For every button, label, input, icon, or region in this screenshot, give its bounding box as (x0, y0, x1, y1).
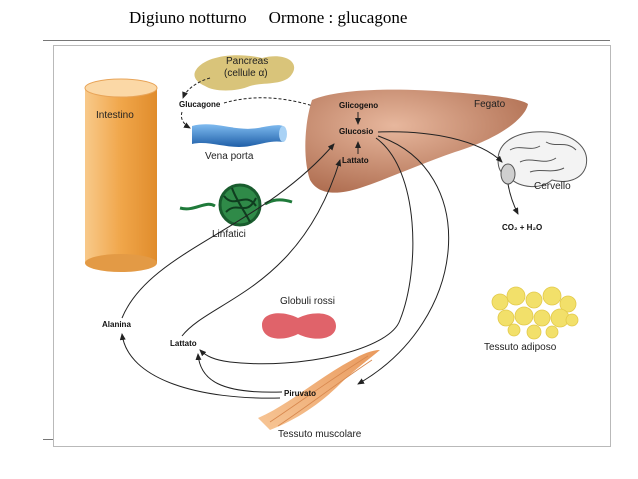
adipose-label: Tessuto adiposo (484, 342, 557, 353)
brain-label: Cervello (534, 181, 571, 192)
lactate-to-liver-arrow (181, 159, 342, 337)
top-rule (43, 40, 610, 41)
left-mark (43, 439, 53, 440)
glycogen-label: Glicogeno (339, 101, 378, 110)
liver-shape (305, 89, 528, 193)
muscle-fibers (269, 355, 373, 427)
red-cells-shape (262, 313, 336, 339)
glucagon-label: Glucagone (179, 100, 221, 109)
pyruvate-label: Piruvato (284, 389, 316, 398)
muscle-lactate-label: Lattato (170, 339, 197, 348)
alanine-label: Alanina (102, 320, 131, 329)
glucose-to-red-cells-arrow (199, 137, 414, 365)
title-fasting: Digiuno notturno (129, 8, 247, 27)
glucagon-to-vein-arrow (180, 111, 191, 129)
title-hormone: Ormone : glucagone (268, 8, 408, 27)
intestine-shape (84, 78, 158, 272)
muscle-label: Tessuto muscolare (278, 429, 362, 440)
brain-shape (497, 131, 588, 187)
pancreas-shape (194, 55, 295, 91)
lymphatics-shape (179, 183, 293, 227)
alanine-to-glucose-arrow (121, 143, 335, 319)
pyruvate-to-lactate-arrow (195, 353, 283, 393)
glucose-to-muscle-arrow (357, 135, 450, 385)
glucose-to-brain-arrow (377, 131, 503, 163)
glucagon-secretion-arrow (182, 77, 211, 99)
lymphatics-label: Linfatici (212, 229, 246, 240)
glucose-label: Glucosio (339, 127, 373, 136)
co2-h2o-label: CO₂ + H₂O (502, 223, 542, 232)
slide-title: Digiuno notturno Ormone : glucagone (129, 8, 407, 28)
pancreas-label-line1: Pancreas (226, 56, 268, 67)
pancreas-label-line2: (cellule α) (224, 68, 268, 79)
muscle-shape (258, 350, 380, 430)
brain-to-co2-arrow (507, 183, 519, 215)
portal-vein-label: Vena porta (205, 151, 254, 162)
adipose-shape (491, 286, 579, 340)
pyruvate-to-alanine-arrow (119, 333, 281, 399)
liver-lactate-label: Lattato (342, 156, 369, 165)
portal-vein-shape (192, 124, 287, 147)
liver-label: Fegato (474, 99, 506, 110)
red-cells-label: Globuli rossi (280, 296, 335, 307)
intestine-label: Intestino (96, 110, 134, 121)
metabolic-arrows (119, 135, 450, 399)
